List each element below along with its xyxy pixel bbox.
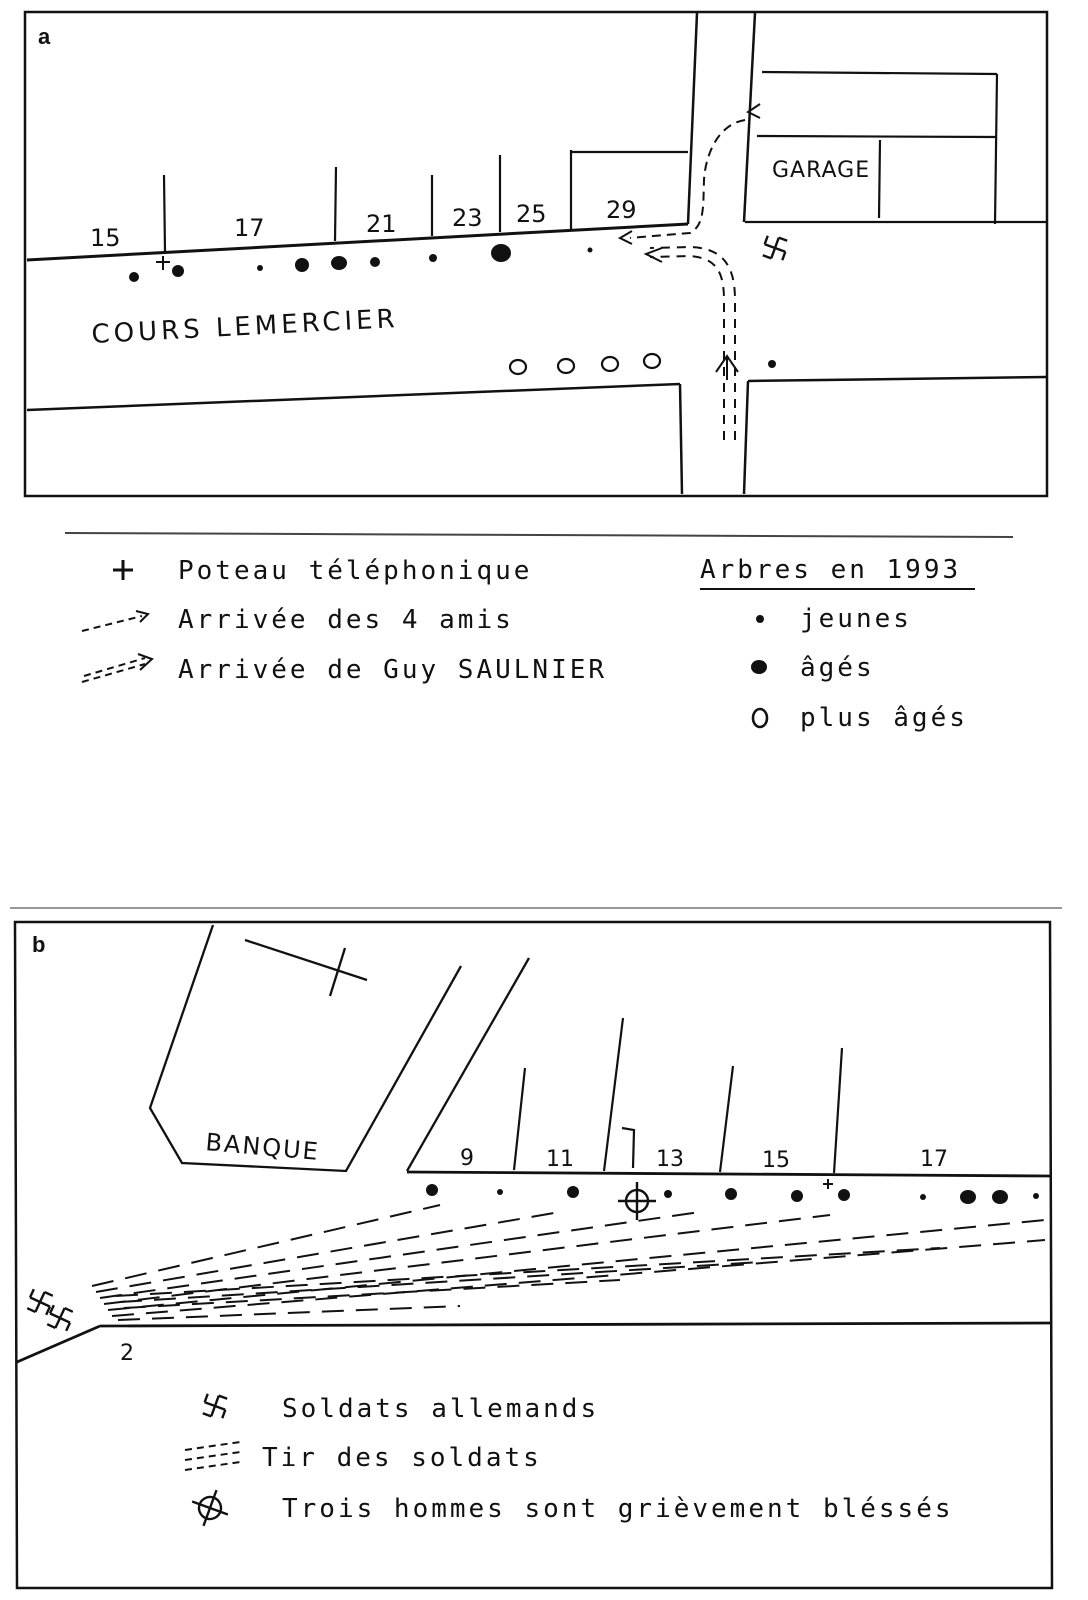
block-diagonal	[406, 957, 530, 1172]
tree-old	[295, 258, 309, 272]
legend-older-label: plus âgés	[800, 703, 968, 733]
legend-fire-icon	[184, 1441, 241, 1471]
trees-south	[508, 352, 662, 376]
legend-guy-icon	[81, 653, 154, 683]
tree-old	[725, 1188, 737, 1200]
legend-friends-icon	[81, 610, 150, 632]
crosshair-icon	[616, 1180, 658, 1222]
legend-a: Poteau téléphonique Arrivée des 4 amis A…	[64, 532, 1014, 733]
bank-building	[148, 924, 463, 1173]
tree-old	[567, 1186, 579, 1198]
house-number: 13	[656, 1147, 684, 1172]
street-north-edge	[26, 222, 689, 262]
tree-young	[257, 265, 263, 271]
tree-young	[768, 360, 776, 368]
house-number: 17	[234, 214, 265, 242]
tree-older	[642, 352, 662, 370]
legend-pole-label: Poteau téléphonique	[178, 556, 532, 586]
panel-a-house-numbers: 15 17 21 23 25 29	[90, 196, 637, 252]
telephone-pole-icon	[823, 1179, 833, 1189]
crossstreet-west-bottom	[678, 383, 684, 495]
bank-cross	[244, 938, 368, 997]
tree-old	[129, 272, 139, 282]
crossstreet-west-top	[686, 12, 699, 225]
tree-old	[838, 1189, 850, 1201]
tree-young	[497, 1189, 503, 1195]
house-number: 9	[460, 1146, 474, 1171]
crossstreet-east-bottom	[742, 375, 1047, 495]
house-number: 23	[452, 204, 483, 232]
tree-old	[491, 244, 511, 262]
tree-older	[556, 357, 576, 375]
legend-old-icon	[751, 660, 767, 674]
legend-fire-label: Tir des soldats	[262, 1443, 542, 1473]
tree-young	[664, 1190, 672, 1198]
guy-arrival-path	[643, 245, 739, 440]
panel-a-letter: a	[38, 24, 51, 49]
tree-old	[331, 256, 347, 270]
tree-older	[508, 358, 528, 376]
legend-soldiers-label: Soldats allemands	[282, 1394, 599, 1424]
legend-wounded-label: Trois hommes sont grièvement bléssés	[282, 1494, 954, 1524]
soldiers-fire-lines	[91, 1204, 1046, 1321]
legend-old-label: âgés	[800, 653, 875, 683]
number-2: 2	[120, 1341, 134, 1366]
house-number: 17	[920, 1147, 948, 1172]
street-north-edge-b	[406, 1170, 1051, 1178]
legend-older-icon	[751, 707, 769, 729]
tree-old	[172, 265, 184, 277]
bank-label: BANQUE	[204, 1128, 320, 1166]
tree-older	[600, 355, 620, 373]
tree-old	[791, 1190, 803, 1202]
garage-label: GARAGE	[772, 158, 870, 183]
tree-young	[1033, 1193, 1039, 1199]
panel-b-frame	[13, 920, 1054, 1590]
legend-soldiers-icon	[199, 1390, 231, 1422]
trees-b	[426, 1184, 1039, 1204]
legend-wounded-icon	[184, 1482, 236, 1534]
house-number: 25	[516, 200, 547, 228]
house-number: 15	[90, 224, 121, 252]
tree-young	[429, 254, 437, 262]
street-name: COURS LEMERCIER	[91, 304, 399, 350]
legend-separator	[64, 532, 1014, 538]
crossstreet-east-top	[742, 12, 757, 223]
house-number: 11	[546, 1147, 574, 1172]
house-number: 15	[762, 1148, 790, 1173]
house-dividers	[162, 150, 688, 253]
tree-old	[960, 1190, 976, 1204]
legend-pole-icon	[113, 560, 133, 580]
friends-arrival-path	[617, 103, 761, 245]
tree-young	[587, 247, 593, 253]
panel-b: b BANQUE 9 11 13 15 17 2	[13, 920, 1054, 1590]
legend-trees-title: Arbres en 1993	[700, 555, 961, 585]
house-number: 29	[606, 196, 637, 224]
legend-friends-label: Arrivée des 4 amis	[178, 605, 514, 635]
tree-old	[370, 257, 380, 267]
house-number: 21	[366, 210, 397, 238]
legend-guy-label: Arrivée de Guy SAULNIER	[178, 655, 607, 685]
panel-b-letter: b	[32, 932, 45, 957]
panel-a: a GARAGE 15 17 21 23 25 29 COURS LEMERCI…	[23, 10, 1049, 498]
garage-block	[745, 70, 1046, 225]
tree-young	[920, 1194, 926, 1200]
street-south-edge-b	[16, 1321, 1051, 1364]
swastika-icon	[759, 232, 791, 264]
street-south-edge	[26, 382, 681, 412]
legend-young-label: jeunes	[800, 604, 912, 634]
panel-b-house-numbers: 9 11 13 15 17	[460, 1146, 948, 1173]
panel-a-frame	[23, 10, 1049, 498]
telephone-pole-icon	[156, 256, 170, 270]
door-mark	[621, 1126, 636, 1169]
legend-young-icon	[756, 615, 764, 623]
legend-b: Soldats allemands Tir des soldats Trois …	[184, 1390, 954, 1534]
tree-old	[992, 1190, 1008, 1204]
trees-north	[129, 244, 593, 282]
house-dividers-b	[512, 1017, 844, 1174]
tree-old	[426, 1184, 438, 1196]
